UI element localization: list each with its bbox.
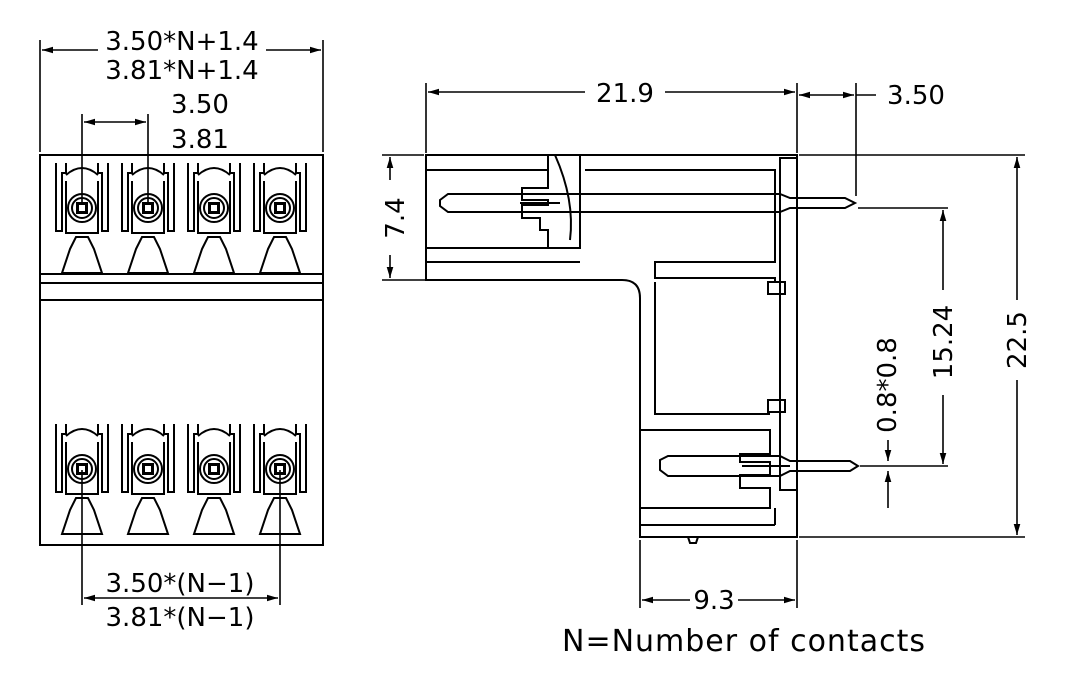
contact-cell bbox=[253, 162, 307, 274]
pin-protrusion-label: 3.50 bbox=[887, 81, 945, 111]
pitch-label-350: 3.50 bbox=[171, 90, 229, 120]
bottom-contact-row bbox=[55, 423, 307, 535]
top-height-label: 7.4 bbox=[381, 197, 411, 238]
contact-cell bbox=[121, 423, 175, 535]
housing-outline bbox=[39, 154, 324, 546]
span-label-381: 3.81*(N−1) bbox=[106, 603, 255, 633]
overall-height-label: 22.5 bbox=[1003, 311, 1033, 369]
contact-cell bbox=[187, 423, 241, 535]
lower-pin bbox=[659, 455, 860, 477]
pcb-flange bbox=[779, 157, 798, 491]
housing-profile bbox=[425, 154, 798, 538]
contacts-note: N=Number of contacts bbox=[562, 624, 926, 659]
front-view: 3.50*N+1.4 3.81*N+1.4 3.50 3.81 3.50*(N−… bbox=[39, 27, 324, 633]
top-contact-row bbox=[55, 162, 307, 274]
upper-pin bbox=[439, 193, 858, 213]
pin-spacing-label: 15.24 bbox=[929, 305, 959, 379]
overall-width-label-381: 3.81*N+1.4 bbox=[105, 56, 258, 86]
pitch-label-381: 3.81 bbox=[171, 125, 229, 155]
lower-depth-label: 9.3 bbox=[693, 586, 734, 616]
length-label: 21.9 bbox=[596, 79, 654, 109]
contact-cell bbox=[187, 162, 241, 274]
pin-section-label: 0.8*0.8 bbox=[873, 337, 903, 433]
side-view: 21.9 3.50 7.4 15.24 0.8*0.8 22.5 bbox=[381, 79, 1033, 616]
overall-width-label-350: 3.50*N+1.4 bbox=[105, 27, 258, 57]
span-label-350: 3.50*(N−1) bbox=[106, 569, 255, 599]
